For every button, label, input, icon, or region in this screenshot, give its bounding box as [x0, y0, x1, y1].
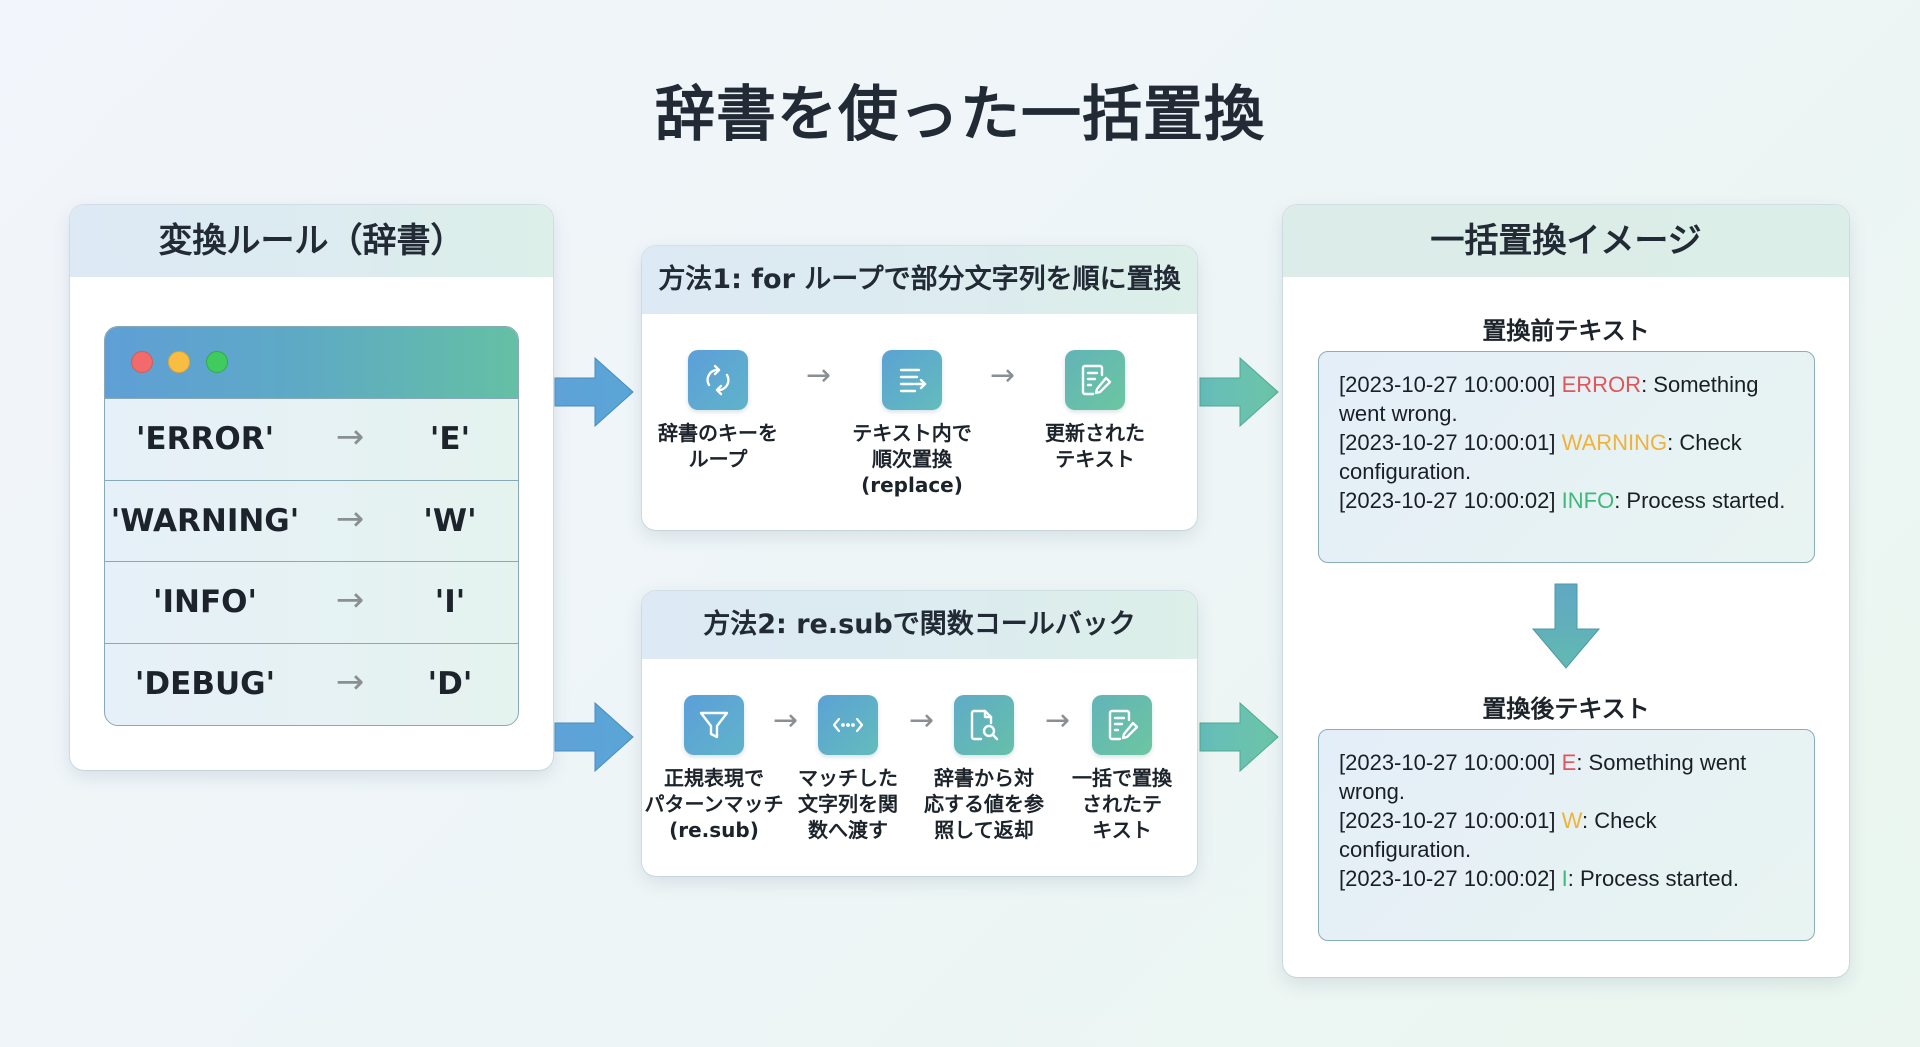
maximize-dot-icon [206, 351, 228, 373]
window-title-bar [105, 327, 518, 398]
step-label: マッチした 文字列を関 数へ渡す [798, 766, 898, 842]
rule-value: 'D' [427, 665, 473, 702]
method1-step: テキスト内で 順次置換 (replace) [832, 350, 992, 498]
flow-arrow-to-method2-icon [554, 701, 634, 773]
log-timestamp: [2023-10-27 10:00:01] [1339, 430, 1562, 455]
log-message: : Something went wrong. [1339, 372, 1759, 426]
step-label: 辞書から対 応する値を参 照して返却 [924, 766, 1044, 842]
method1-title: 方法1: for ループで部分文字列を順に置換 [642, 246, 1197, 314]
log-level-error: ERROR [1561, 372, 1642, 397]
step-label: 一括で置換 されたテ キスト [1072, 766, 1172, 842]
dictionary-window: 'ERROR' → 'E' 'WARNING' → 'W' 'INFO' → '… [104, 326, 519, 726]
log-line: [2023-10-27 10:00:00] ERROR: Something w… [1339, 370, 1794, 428]
before-text-box: [2023-10-27 10:00:00] ERROR: Something w… [1318, 351, 1815, 563]
flow-arrow-to-method1-icon [554, 356, 634, 428]
minimize-dot-icon [168, 351, 190, 373]
log-level-warning: W [1561, 808, 1582, 833]
close-dot-icon [131, 351, 153, 373]
before-text-title: 置換前テキスト [1482, 317, 1650, 345]
right-arrow-icon: → [335, 498, 365, 539]
log-line: [2023-10-27 10:00:00] E: Something went … [1339, 748, 1794, 806]
result-panel: 一括置換イメージ 置換前テキスト [2023-10-27 10:00:00] E… [1283, 205, 1849, 977]
rule-value: 'I' [434, 584, 466, 620]
step-label: テキスト内で 順次置換 (replace) [852, 421, 972, 497]
log-message: : Process started. [1614, 488, 1786, 513]
edit-document-icon [1092, 695, 1152, 755]
rule-row: 'DEBUG' → 'D' [105, 642, 518, 725]
log-timestamp: [2023-10-27 10:00:02] [1339, 866, 1562, 891]
after-text-box: [2023-10-27 10:00:00] E: Something went … [1318, 729, 1815, 941]
rule-key: 'DEBUG' [134, 665, 276, 702]
step-label: 辞書のキーを ループ [658, 421, 778, 471]
flow-arrow-method1-to-result-icon [1199, 356, 1279, 428]
refresh-loop-icon [688, 350, 748, 410]
down-arrow-icon [1532, 583, 1600, 669]
log-level-info: INFO [1561, 488, 1615, 513]
result-panel-title: 一括置換イメージ [1283, 205, 1849, 277]
method2-step: 一括で置換 されたテ キスト [1054, 695, 1190, 843]
right-arrow-icon: → [335, 580, 365, 620]
method2-title: 方法2: re.subで関数コールバック [642, 591, 1197, 659]
log-message: : Process started. [1567, 866, 1739, 891]
log-line: [2023-10-27 10:00:02] INFO: Process star… [1339, 486, 1794, 515]
method2-step: 辞書から対 応する値を参 照して返却 [914, 695, 1054, 843]
log-message: : Check configuration. [1339, 430, 1742, 484]
edit-document-icon [1065, 350, 1125, 410]
log-timestamp: [2023-10-27 10:00:00] [1339, 750, 1562, 775]
log-line: [2023-10-27 10:00:02] I: Process started… [1339, 864, 1794, 893]
log-level-info: I [1561, 866, 1568, 891]
rule-row: 'INFO' → 'I' [105, 561, 518, 643]
rules-panel-title: 変換ルール（辞書） [70, 205, 553, 277]
filter-funnel-icon [684, 695, 744, 755]
code-brackets-icon [818, 695, 878, 755]
method1-panel: 方法1: for ループで部分文字列を順に置換 辞書のキーを ループ → テキス… [642, 246, 1197, 530]
document-search-icon [954, 695, 1014, 755]
step-label: 更新された テキスト [1045, 421, 1145, 471]
log-level-error: E [1561, 750, 1577, 775]
rule-value: 'E' [429, 421, 471, 457]
log-timestamp: [2023-10-27 10:00:02] [1339, 488, 1562, 513]
rule-key: 'INFO' [153, 584, 257, 620]
right-arrow-icon: → [1045, 703, 1071, 738]
rules-panel: 変換ルール（辞書） 'ERROR' → 'E' 'WARNING' → 'W' … [70, 205, 553, 770]
rule-key: 'WARNING' [110, 502, 300, 539]
method2-step: 正規表現で パターンマッチ (re.sub) [644, 695, 784, 843]
step-label: 正規表現で パターンマッチ (re.sub) [644, 766, 784, 842]
flow-arrow-method2-to-result-icon [1199, 701, 1279, 773]
after-text-title: 置換後テキスト [1482, 695, 1650, 723]
rule-key: 'ERROR' [135, 421, 275, 457]
log-line: [2023-10-27 10:00:01] W: Check configura… [1339, 806, 1794, 864]
log-message: : Check configuration. [1339, 808, 1657, 862]
right-arrow-icon: → [335, 661, 365, 702]
method2-step: マッチした 文字列を関 数へ渡す [786, 695, 910, 843]
log-line: [2023-10-27 10:00:01] WARNING: Check con… [1339, 428, 1794, 486]
rule-row: 'WARNING' → 'W' [105, 479, 518, 562]
log-level-warning: WARNING [1561, 430, 1668, 455]
method1-step: 更新された テキスト [1015, 350, 1175, 472]
right-arrow-icon: → [335, 417, 365, 457]
right-arrow-icon: → [990, 358, 1016, 393]
right-arrow-icon: → [909, 703, 935, 738]
right-arrow-icon: → [806, 358, 832, 393]
log-timestamp: [2023-10-27 10:00:00] [1339, 372, 1562, 397]
rule-value: 'W' [423, 502, 477, 539]
right-arrow-icon: → [773, 703, 799, 738]
log-timestamp: [2023-10-27 10:00:01] [1339, 808, 1562, 833]
rule-row: 'ERROR' → 'E' [105, 398, 518, 480]
text-replace-icon [882, 350, 942, 410]
log-message: : Something went wrong. [1339, 750, 1747, 804]
page-title: 辞書を使った一括置換 [655, 80, 1265, 150]
method1-step: 辞書のキーを ループ [648, 350, 788, 472]
method2-panel: 方法2: re.subで関数コールバック 正規表現で パターンマッチ (re.s… [642, 591, 1197, 876]
